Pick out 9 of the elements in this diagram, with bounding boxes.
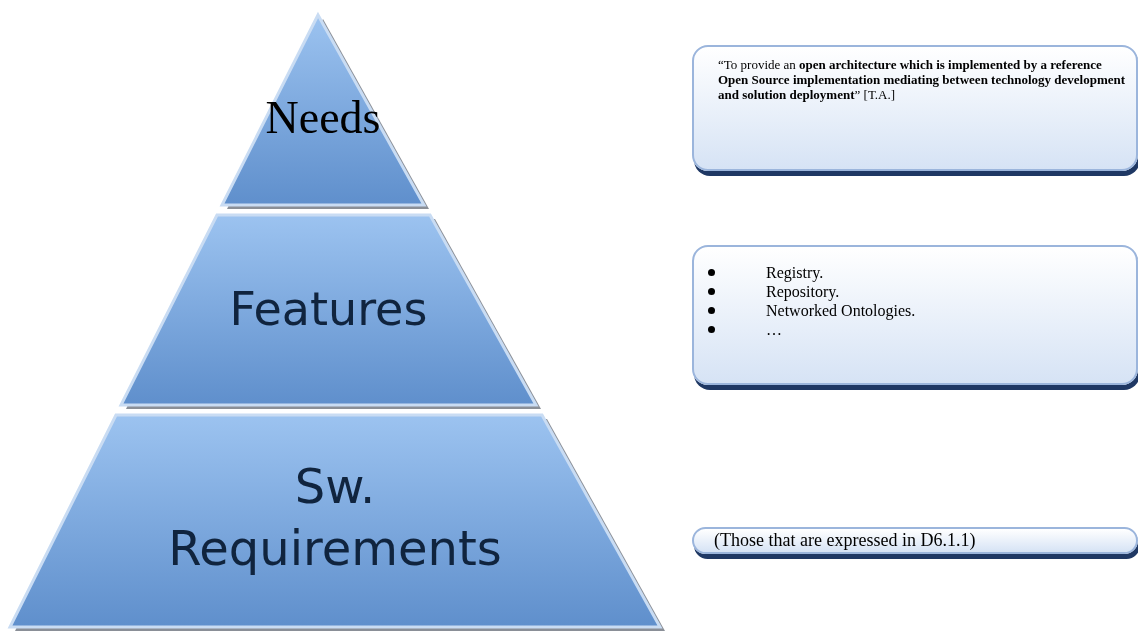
list-item: Repository. (766, 283, 840, 300)
level-label: Features (228, 281, 429, 338)
list-item: Networked Ontologies. (766, 302, 916, 319)
list-item: Registry. (766, 264, 824, 281)
note-text: “To provide an open architecture which is implemented by a reference Open Source implementation mediating between technology development and solution deployment” [T.A.] (718, 57, 1127, 102)
level-label: Sw. Requirements (167, 457, 503, 579)
note-text: (Those that are expressed in D6.1.1) (714, 530, 976, 550)
list-item: … (766, 321, 782, 338)
level-label: Needs (264, 91, 382, 145)
